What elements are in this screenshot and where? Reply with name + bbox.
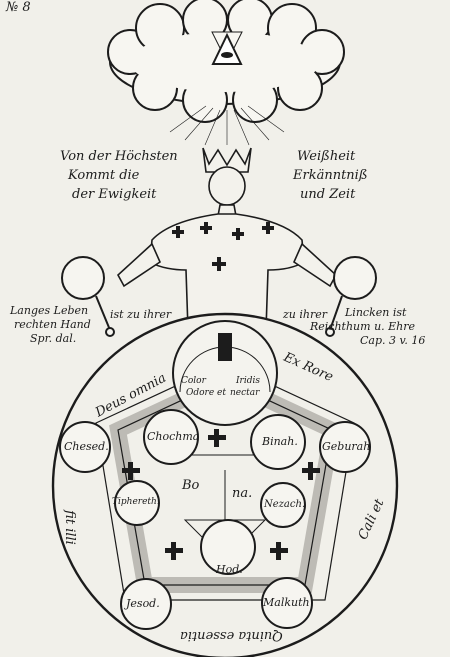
- sephira-chochma: Chochma: [147, 430, 200, 443]
- inner-word-4: nectar: [230, 388, 260, 398]
- motto-left-2: Kommt die: [68, 168, 140, 183]
- motto-left-1: Von der Höchsten: [60, 149, 178, 164]
- medallions: [61, 256, 377, 337]
- sephira-hod: Hod.: [216, 563, 243, 576]
- sephira-nezach: Nezach.: [264, 499, 306, 510]
- motto-right-1: Weißheit: [297, 149, 356, 164]
- sephira-binah: Binah.: [262, 435, 298, 448]
- bottom-arc-text: Quinta essentia: [180, 628, 283, 643]
- hand-left-2: rechten Hand: [14, 318, 91, 331]
- side-word-left: fit illi: [61, 510, 77, 545]
- motto-right-3: und Zeit: [300, 187, 356, 202]
- sephira-tiphereth: Tiphereth.: [112, 497, 160, 507]
- hand-right-3: Cap. 3 v. 16: [360, 334, 426, 347]
- tree-circle: [51, 312, 399, 657]
- inner-word-3: Odore et: [186, 388, 226, 398]
- sephiroth-nodes: [59, 409, 371, 630]
- inner-word-2: Iridis: [236, 376, 260, 386]
- hand-right-2: Reichthum u. Ehre: [310, 320, 416, 333]
- circle-crosses: [122, 429, 320, 560]
- hand-right-1: Lincken ist: [345, 306, 407, 319]
- robe-crosses: [172, 222, 274, 271]
- center-word-left: Bo: [182, 478, 200, 493]
- sephira-geburah: Geburah: [322, 440, 371, 453]
- center-word-right: na.: [232, 486, 253, 501]
- hand-right-mid: zu ihrer: [283, 308, 328, 321]
- light-rays: [169, 105, 285, 146]
- hand-left-3: Spr. dal.: [30, 332, 77, 345]
- sephira-jesod: Jesod.: [126, 597, 160, 610]
- sephira-chesed: Chesed.: [64, 440, 109, 453]
- hand-left-mid: ist zu ihrer: [110, 308, 172, 321]
- hand-left-1: Langes Leben: [10, 304, 89, 317]
- motto-left-3: der Ewigkeit: [72, 187, 157, 202]
- divine-eye-icon: [211, 31, 243, 65]
- sephira-malkuth: Malkuth: [263, 596, 310, 609]
- plate-number: № 8: [6, 0, 31, 15]
- motto-right-2: Erkänntniß: [293, 168, 368, 183]
- inner-word-1: Color: [181, 376, 206, 386]
